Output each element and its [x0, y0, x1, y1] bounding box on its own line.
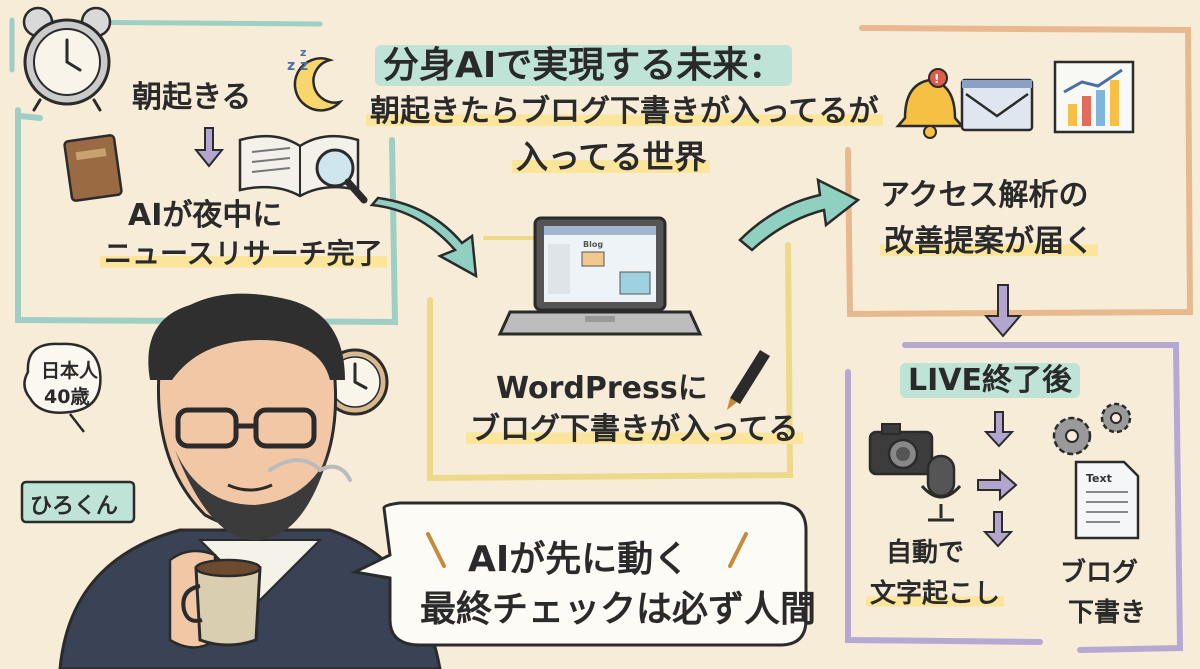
svg-text:!: !: [934, 72, 939, 86]
speech-accent-lines: [426, 532, 748, 568]
svg-text:z z: z z: [287, 58, 308, 74]
bell-icon: !: [895, 68, 965, 139]
frame-purple: [845, 342, 1184, 653]
step-wordpress-line2: ブログ下書きが入ってる: [466, 404, 803, 448]
laptop-icon: [497, 216, 703, 336]
title-line3: 入ってる世界: [512, 132, 711, 178]
step-live-end: LIVE終了後: [900, 355, 1080, 399]
speech-line2: 最終チェックは必ず人間: [420, 589, 817, 630]
document-text-label: Text: [1086, 472, 1112, 485]
frame-orange: [845, 25, 1194, 318]
step-access-line1: アクセス解析の: [880, 178, 1089, 213]
step-auto-line1: 自動で: [886, 538, 965, 568]
person-age-line2: 40歳: [44, 386, 90, 408]
step-ai-research-line1: AIが夜中に: [128, 198, 283, 233]
pen-icon: [727, 350, 770, 410]
step-wake: 朝起きる: [132, 80, 252, 115]
gears-icon: [1052, 402, 1132, 456]
person-name: ひろくん: [30, 494, 119, 519]
man-illustration: [58, 293, 442, 669]
step-access-line2: 改善提案が届く: [880, 216, 1098, 260]
speech-bubble: [350, 501, 808, 647]
alarm-clock-icon: [22, 6, 112, 112]
title-line1: 分身AIで実現する未来：: [375, 36, 793, 88]
arrow-teal-right: [738, 177, 861, 252]
microphone-icon: [920, 454, 962, 522]
frame-yellow: [427, 242, 794, 482]
moon-icon: z z z: [287, 46, 344, 112]
person-age-line1: 日本人: [41, 360, 99, 382]
name-tag-box: [20, 480, 136, 524]
arrow-access-down: [983, 284, 1023, 338]
step-wordpress-line1: WordPressに: [496, 371, 708, 406]
arrows-live: [977, 411, 1018, 548]
camera-icon: [868, 423, 934, 476]
arrow-wake-down: [193, 127, 225, 168]
svg-text:z: z: [300, 46, 306, 59]
step-ai-research-line2: ニュースリサーチ完了: [100, 232, 387, 272]
book-icon: [63, 134, 123, 202]
mail-icon: [960, 78, 1034, 132]
step-blog-draft-line1: ブログ: [1060, 558, 1139, 588]
step-auto-line2: 文字起こし: [866, 573, 1005, 610]
laptop-blog-label: Blog: [583, 240, 604, 249]
mug-icon: [181, 558, 262, 647]
speech-line1: AIが先に動く: [468, 539, 690, 580]
document-icon: [1074, 460, 1140, 540]
chart-icon: [1053, 60, 1135, 134]
magnifier-icon: [238, 134, 368, 204]
age-bubble: [23, 342, 102, 433]
title-line2: 朝起きたらブログ下書きが入ってるが: [366, 86, 883, 130]
step-blog-draft-line2: 下書き: [1068, 598, 1147, 628]
arrow-teal-left: [369, 196, 478, 279]
